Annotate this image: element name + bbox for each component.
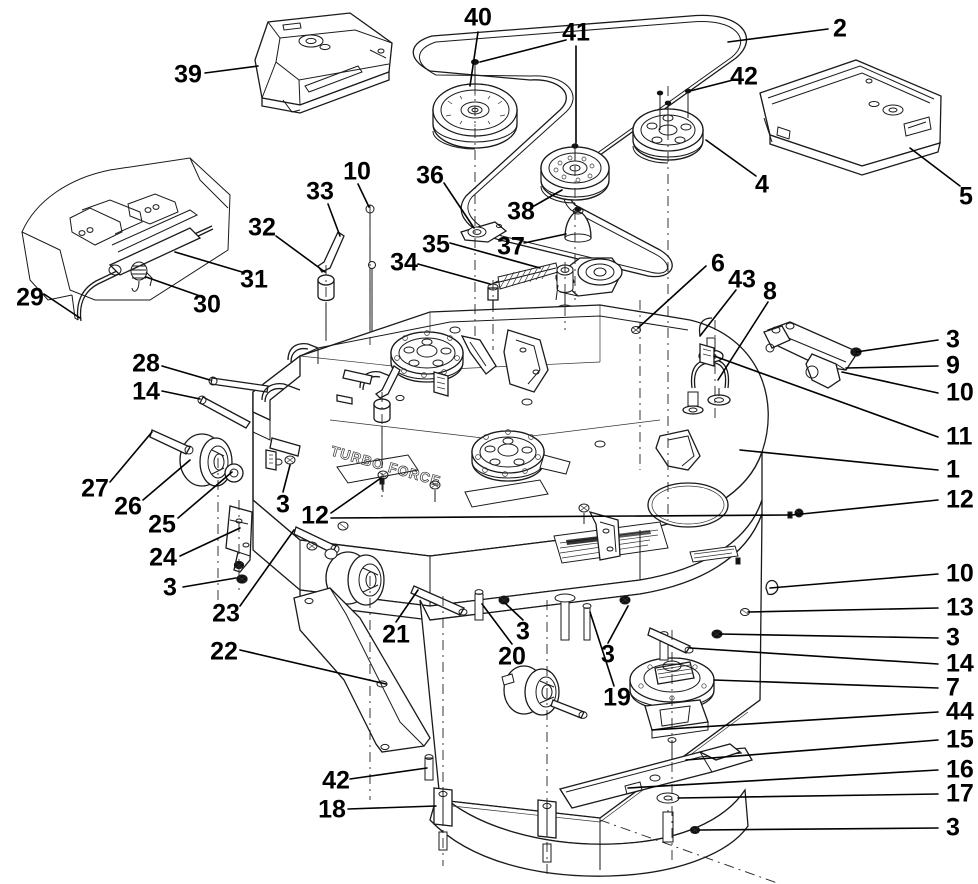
callout-14-left[interactable]: 14 — [132, 377, 160, 406]
callout-13[interactable]: 13 — [946, 593, 974, 622]
part-32-knob-lower — [373, 365, 401, 460]
part-33-knob — [317, 231, 345, 340]
callout-24[interactable]: 24 — [149, 543, 177, 572]
callout-14-right[interactable]: 14 — [946, 649, 974, 678]
part-37-spacer — [564, 206, 592, 243]
callout-12-right[interactable]: 12 — [946, 485, 974, 514]
callout-25[interactable]: 25 — [148, 510, 176, 539]
callout-16[interactable]: 16 — [946, 755, 974, 784]
deck-side-rails — [261, 343, 715, 471]
callout-22[interactable]: 22 — [210, 637, 238, 666]
callout-1[interactable]: 1 — [946, 455, 960, 484]
callout-2[interactable]: 2 — [833, 14, 847, 43]
callout-32[interactable]: 32 — [248, 213, 276, 242]
callout-17[interactable]: 17 — [946, 779, 974, 808]
part-17-washer — [656, 792, 680, 804]
callout-3-bottom-2[interactable]: 3 — [601, 640, 615, 669]
callout-3-left[interactable]: 3 — [163, 573, 177, 602]
part-1-mower-deck: TURBO FORCE — [252, 304, 769, 877]
callout-34[interactable]: 34 — [390, 248, 418, 277]
callout-21[interactable]: 21 — [382, 620, 410, 649]
callout-30[interactable]: 30 — [193, 290, 221, 319]
leader-lines — [43, 28, 961, 831]
callout-26[interactable]: 26 — [114, 492, 142, 521]
part-31-bar — [69, 193, 202, 276]
part-29-rod — [76, 225, 214, 322]
part-21-rod — [410, 585, 468, 616]
callout-9[interactable]: 9 — [946, 351, 960, 380]
part-30-spring — [130, 261, 153, 292]
callout-42-bottom[interactable]: 42 — [322, 766, 350, 795]
callout-11[interactable]: 11 — [946, 422, 973, 451]
callout-15[interactable]: 15 — [946, 725, 974, 754]
part-25-spacer — [224, 463, 244, 483]
deck-fasteners — [273, 326, 606, 551]
assembly-axis-lines — [217, 62, 781, 884]
callout-23[interactable]: 23 — [212, 599, 240, 628]
callout-3-bottom-1[interactable]: 3 — [516, 617, 530, 646]
callout-43[interactable]: 43 — [728, 265, 756, 294]
callout-20[interactable]: 20 — [498, 642, 526, 671]
part-10-rods-upper — [365, 204, 376, 340]
callout-6[interactable]: 6 — [711, 249, 725, 278]
part-22-support-arm — [293, 587, 431, 753]
part-35-spring — [489, 262, 559, 290]
part-8-bail-rod — [682, 359, 731, 415]
part-27-axle — [149, 429, 191, 455]
spindle-assembly-left — [390, 330, 464, 383]
callout-18[interactable]: 18 — [318, 795, 346, 824]
part-42-bolts-pulley — [656, 88, 692, 132]
part-4-pulley — [632, 108, 704, 164]
callout-3-right-3[interactable]: 3 — [946, 813, 960, 842]
spindle-assembly-center — [471, 429, 571, 482]
callout-27[interactable]: 27 — [81, 474, 109, 503]
callout-42-top[interactable]: 42 — [730, 62, 758, 91]
deck-brackets — [287, 329, 701, 561]
part-14-rod-right — [647, 627, 691, 654]
callout-3-right-1[interactable]: 3 — [946, 325, 960, 354]
part-36-bracket — [460, 221, 508, 243]
callout-37[interactable]: 37 — [497, 232, 525, 261]
part-28-rod — [208, 376, 269, 393]
callout-4[interactable]: 4 — [755, 170, 769, 199]
caster-wheel-center — [501, 665, 588, 719]
callout-5[interactable]: 5 — [959, 182, 973, 211]
callout-3-mid[interactable]: 3 — [276, 490, 290, 519]
callout-29[interactable]: 29 — [16, 283, 44, 312]
callout-7[interactable]: 7 — [946, 673, 960, 702]
callout-36[interactable]: 36 — [416, 161, 444, 190]
callout-19[interactable]: 19 — [603, 683, 631, 712]
part-42-bolt-lower — [424, 754, 434, 781]
callout-10-top[interactable]: 10 — [343, 157, 371, 186]
part-26-caster-wheel-upper — [149, 429, 244, 487]
right-side-fasteners — [647, 508, 804, 654]
caster-wheel-mid — [293, 526, 385, 606]
callout-3-right-2[interactable]: 3 — [946, 623, 960, 652]
part-5-cover — [759, 59, 942, 176]
part-9-arm-assembly — [763, 321, 862, 389]
part-39-cover — [254, 12, 393, 114]
callout-31[interactable]: 31 — [240, 265, 268, 294]
callout-12-mid[interactable]: 12 — [301, 501, 329, 530]
callout-40[interactable]: 40 — [464, 3, 492, 32]
callout-33[interactable]: 33 — [306, 177, 334, 206]
callout-28[interactable]: 28 — [132, 349, 160, 378]
part-6-idler-arm — [554, 257, 623, 322]
part-16-blade — [558, 743, 753, 809]
callout-39[interactable]: 39 — [174, 60, 202, 89]
callout-44[interactable]: 44 — [946, 697, 974, 726]
callout-10-right-2[interactable]: 10 — [946, 559, 974, 588]
part-3-blade-bolt — [662, 810, 700, 843]
callout-10-right-1[interactable]: 10 — [946, 378, 974, 407]
part-14-rod-left — [197, 395, 251, 429]
callout-41[interactable]: 41 — [562, 18, 590, 47]
callout-8[interactable]: 8 — [763, 277, 777, 306]
callout-38[interactable]: 38 — [507, 197, 535, 226]
callout-35[interactable]: 35 — [422, 230, 450, 259]
